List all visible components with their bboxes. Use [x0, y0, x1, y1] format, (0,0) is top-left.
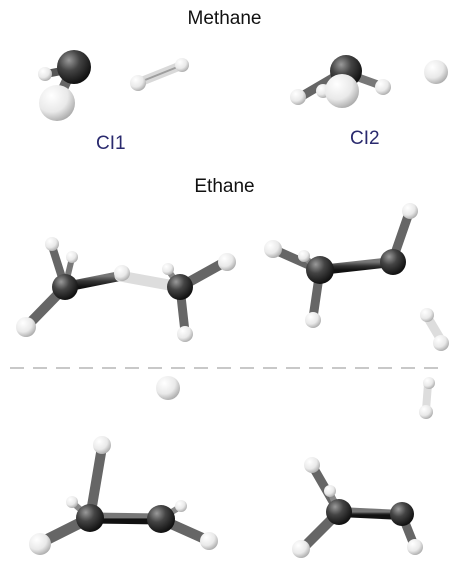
carbon-atom [380, 249, 406, 275]
hydrogen-atom [420, 308, 434, 322]
hydrogen-atom [407, 539, 423, 555]
ci2-label: CI2 [350, 128, 380, 149]
hydrogen-atom [114, 265, 130, 281]
hydrogen-atom [324, 485, 336, 497]
hydrogen-atom [130, 75, 146, 91]
hydrogen-atom [290, 89, 306, 105]
ethane-ci1-molecule [16, 237, 236, 342]
hydrogen-atom [177, 326, 193, 342]
hydrogen-atom [39, 85, 75, 121]
carbon-atom [167, 274, 193, 300]
hydrogen-atom [162, 263, 174, 275]
hydrogen-atom [433, 335, 449, 351]
hydrogen-atom [156, 376, 180, 400]
hydrogen-atom [402, 203, 418, 219]
carbon-atom [326, 499, 352, 525]
methane-ci1-molecule [38, 50, 189, 121]
carbon-atom [76, 504, 104, 532]
carbon-atom [52, 274, 78, 300]
hydrogen-atom [200, 532, 218, 550]
hydrogen-atom [298, 250, 310, 262]
hydrogen-atom [424, 60, 448, 84]
hydrogen-atom [292, 540, 310, 558]
hydrogen-atom [66, 251, 78, 263]
lower-right-molecule [292, 377, 435, 558]
carbon-atom [147, 505, 175, 533]
hydrogen-atom [66, 496, 78, 508]
hydrogen-atom [175, 58, 189, 72]
hydrogen-atom [16, 317, 36, 337]
hydrogen-atom [45, 237, 59, 251]
hydrogen-atom [305, 312, 321, 328]
hydrogen-atom [375, 79, 391, 95]
hydrogen-atom [29, 533, 51, 555]
hydrogen-atom [423, 377, 435, 389]
carbon-atom [306, 256, 334, 284]
carbon-atom [57, 50, 91, 84]
methane-title: Methane [187, 8, 262, 29]
hydrogen-atom [419, 405, 433, 419]
hydrogen-atom [325, 74, 359, 108]
methane-ci2-molecule [290, 55, 448, 108]
ethane-ci2-molecule [264, 203, 449, 351]
hydrogen-atom [264, 240, 282, 258]
carbon-atom [390, 502, 414, 526]
ethane-title: Ethane [194, 176, 255, 197]
hydrogen-atom [38, 67, 52, 81]
lower-left-molecule [29, 376, 218, 555]
hydrogen-atom [218, 253, 236, 271]
hydrogen-atom [304, 457, 320, 473]
hydrogen-atom [175, 500, 187, 512]
ci1-label: CI1 [96, 133, 126, 154]
hydrogen-atom [93, 436, 111, 454]
